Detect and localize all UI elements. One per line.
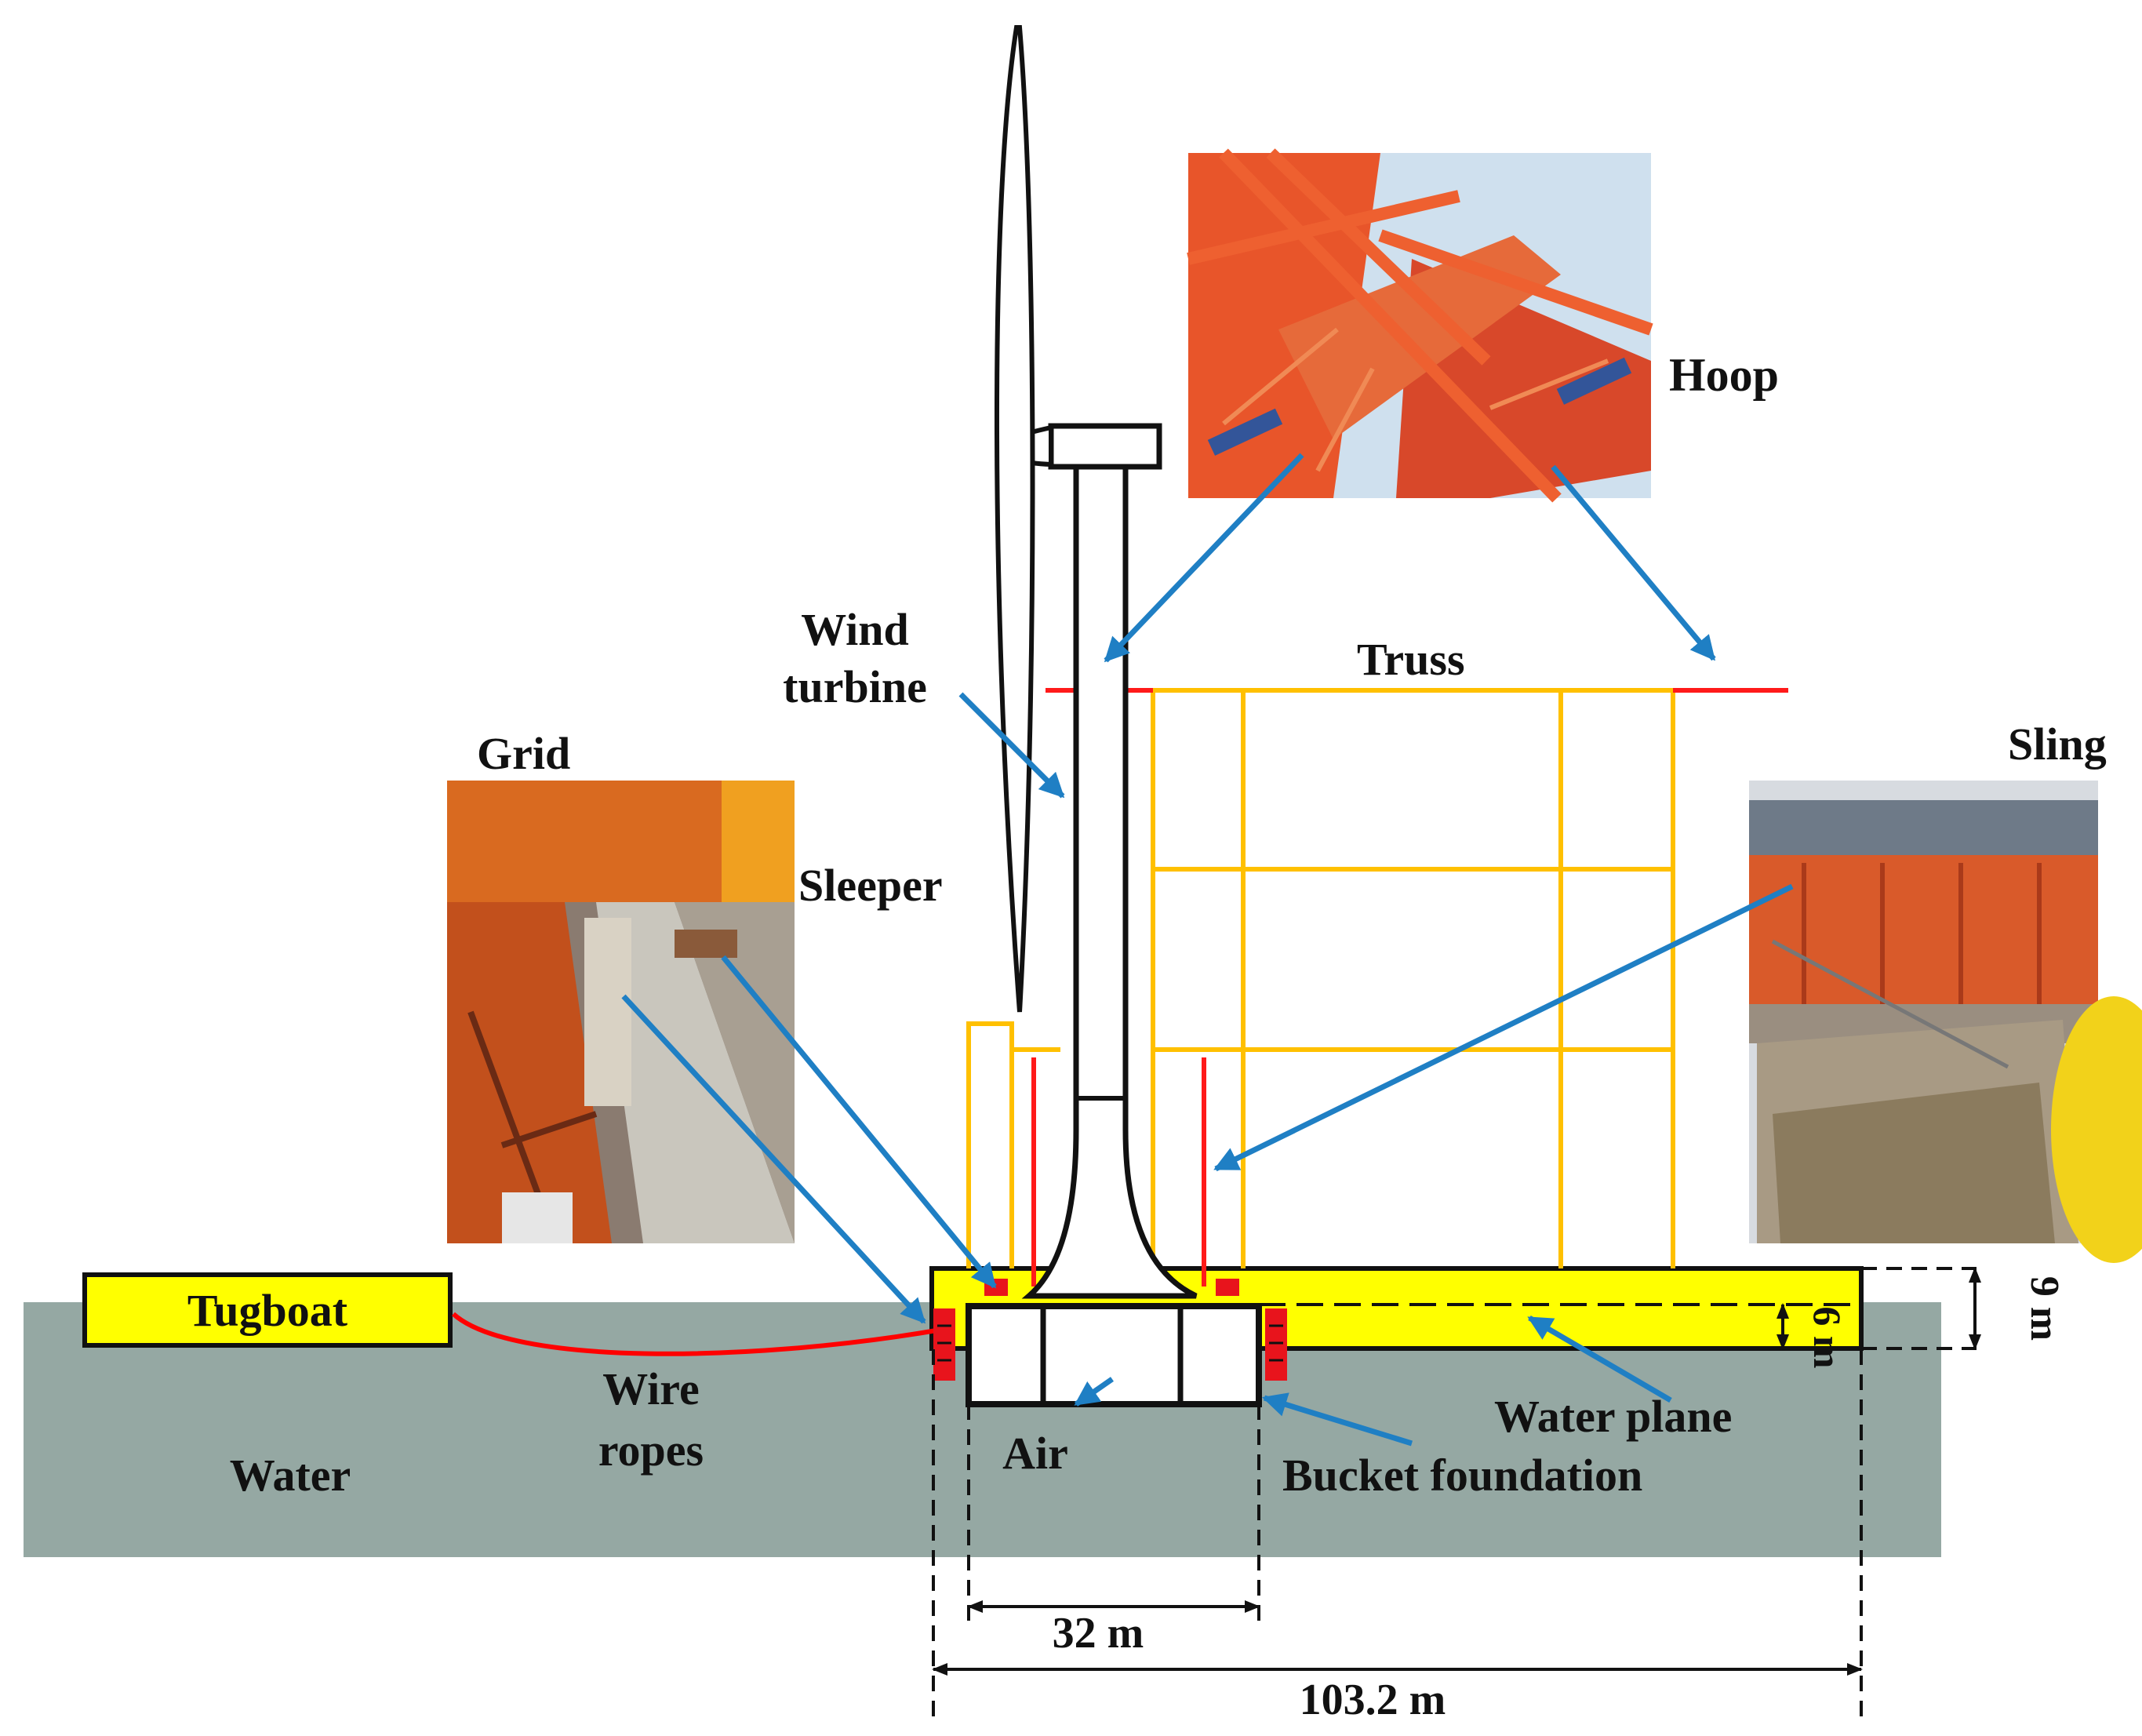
hoop-photo	[1187, 148, 1653, 503]
sling-photo	[1749, 781, 2142, 1263]
pointer-arrows	[621, 453, 1794, 1447]
bucket-foundation	[966, 1303, 1262, 1407]
wind-turbine-label-line2: turbine	[783, 661, 927, 712]
nacelle	[1048, 423, 1162, 470]
bucket-diameter-dimension: 32 m	[1053, 1609, 1144, 1658]
wire-ropes-label-line2: ropes	[598, 1425, 704, 1476]
water-label: Water	[230, 1450, 351, 1501]
grid-blocks	[933, 1279, 1287, 1381]
grid-label: Grid	[477, 728, 570, 779]
wire-rope	[451, 1312, 942, 1356]
tugboat-box	[82, 1272, 453, 1348]
wire-ropes-label-line1: Wire	[602, 1363, 700, 1414]
barge-length-dimension: 103.2 m	[1300, 1676, 1446, 1724]
bucket-foundation-label: Bucket foundation	[1282, 1450, 1642, 1501]
truss-frame	[966, 688, 1678, 1268]
draft-dimension: 6 m	[1806, 1306, 1849, 1368]
blade	[994, 25, 1035, 1013]
air-label: Air	[1002, 1428, 1068, 1479]
wind-turbine-label-line1: Wind	[801, 604, 909, 655]
total-height-dimension: 9 m	[2022, 1276, 2067, 1341]
sleeper-label: Sleeper	[798, 860, 943, 911]
dimension-arrows	[932, 1267, 1981, 1676]
dimension-guides	[932, 1267, 1977, 1718]
water-plane-label: Water plane	[1494, 1391, 1732, 1442]
truss-label: Truss	[1357, 634, 1465, 685]
grid-photo	[447, 781, 795, 1243]
tugboat-label: Tugboat	[187, 1285, 348, 1336]
tower	[1021, 460, 1198, 1299]
sling-label: Sling	[2008, 719, 2107, 770]
wind-turbine	[994, 25, 1198, 1299]
hoop-label: Hoop	[1669, 349, 1779, 401]
sling-posts	[1031, 1057, 1206, 1287]
